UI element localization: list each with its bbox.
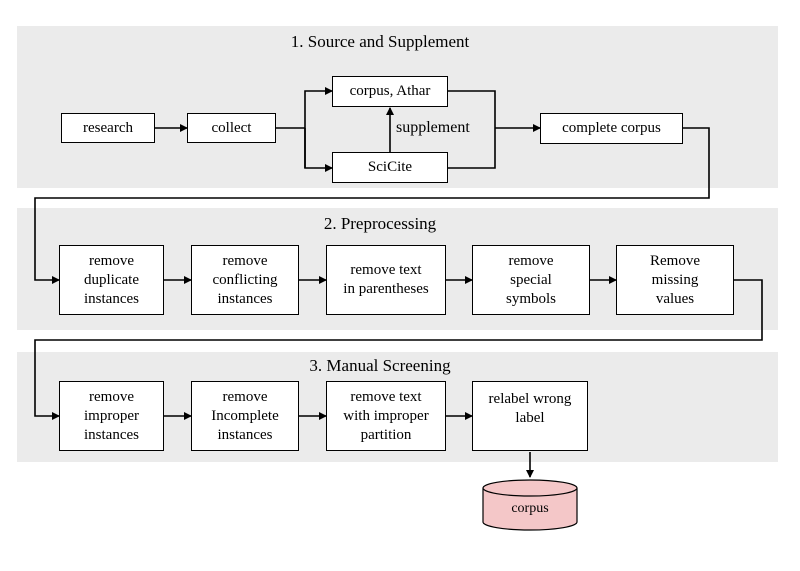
corpus-athar-box: corpus, Athar xyxy=(332,76,448,107)
step-remove-duplicate: remove duplicate instances xyxy=(59,245,164,315)
step-remove-incomplete: remove Incomplete instances xyxy=(191,381,299,451)
step-remove-improper-partition: remove text with improper partition xyxy=(326,381,446,451)
step-relabel-wrong: relabel wrong label xyxy=(472,381,588,451)
collect-box: collect xyxy=(187,113,276,143)
scicite-box: SciCite xyxy=(332,152,448,183)
database-icon xyxy=(482,479,578,531)
step-remove-improper: remove improper instances xyxy=(59,381,164,451)
corpus-output-label: corpus xyxy=(511,501,549,516)
section-title: 2. Preprocessing xyxy=(323,214,437,233)
research-box: research xyxy=(61,113,155,143)
section-title: 3. Manual Screening xyxy=(309,356,451,375)
step-remove-parentheses: remove text in parentheses xyxy=(326,245,446,315)
step-remove-special-symbols: remove special symbols xyxy=(472,245,590,315)
supplement-label: supplement xyxy=(396,119,470,136)
step-remove-conflicting: remove conflicting instances xyxy=(191,245,299,315)
step-remove-missing-values: Remove missing values xyxy=(616,245,734,315)
section-title: 1. Source and Supplement xyxy=(290,32,470,51)
complete-corpus-box: complete corpus xyxy=(540,113,683,144)
